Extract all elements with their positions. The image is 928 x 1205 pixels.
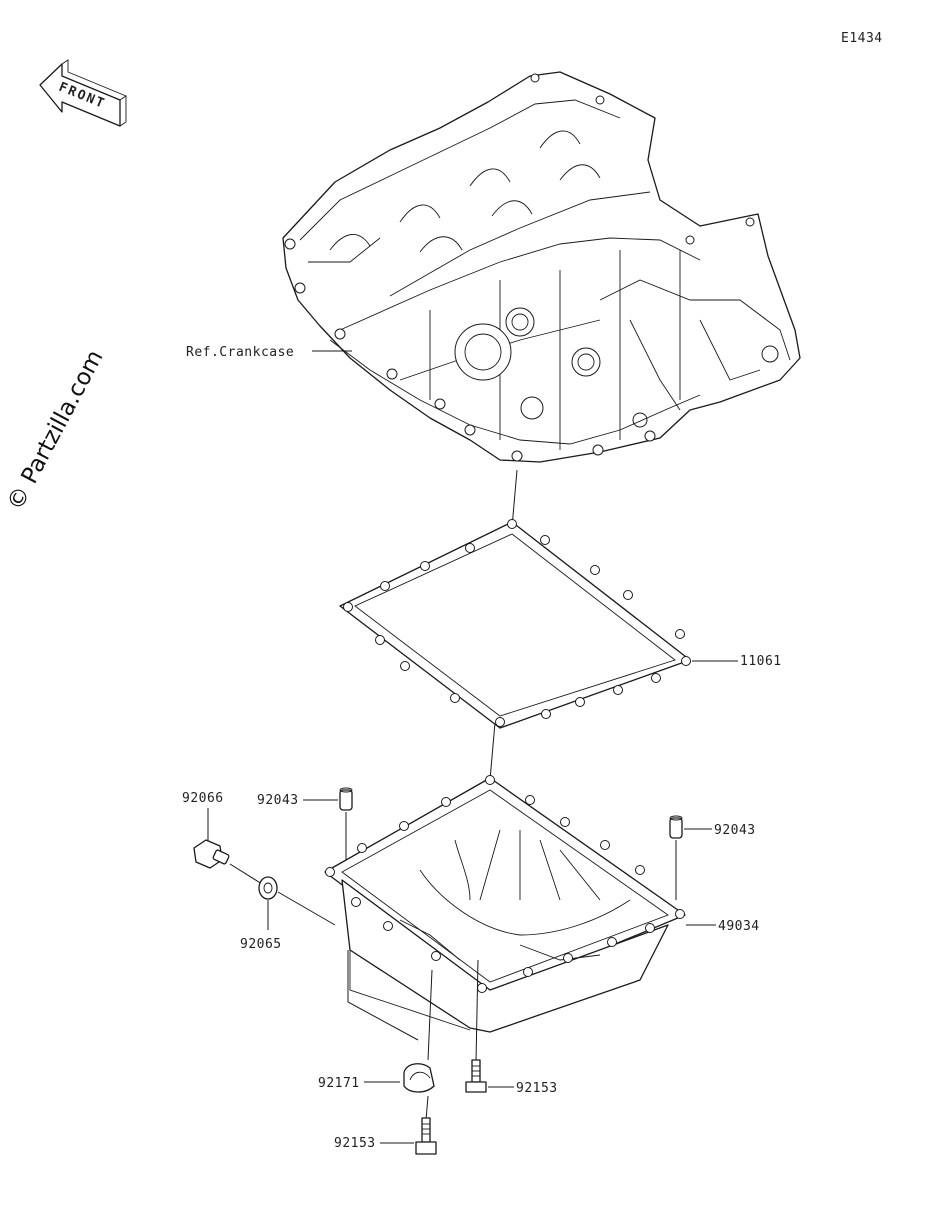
bolt-lower-illustration xyxy=(415,1117,437,1155)
label-ref-crankcase: Ref.Crankcase xyxy=(186,345,294,360)
label-bolt-lower: 92153 xyxy=(334,1136,376,1151)
washer-illustration xyxy=(258,876,278,900)
gasket-illustration xyxy=(339,519,691,729)
label-gasket: 11061 xyxy=(740,654,782,669)
diagram-code: E1434 xyxy=(841,31,883,46)
label-oil-pan: 49034 xyxy=(718,919,760,934)
oil-pan-illustration xyxy=(324,775,686,1033)
crankcase-illustration xyxy=(282,71,801,463)
clamp-illustration xyxy=(403,1063,435,1093)
label-clamp: 92171 xyxy=(318,1076,360,1091)
label-dowel-right: 92043 xyxy=(714,823,756,838)
label-washer: 92065 xyxy=(240,937,282,952)
drain-plug-illustration xyxy=(193,839,230,869)
front-arrow-icon: FRONT xyxy=(39,59,127,127)
label-bolt-upper: 92153 xyxy=(516,1081,558,1096)
watermark: © Partzilla.com xyxy=(2,346,108,515)
label-plug: 92066 xyxy=(182,791,224,806)
label-dowel-left: 92043 xyxy=(257,793,299,808)
bolt-upper-illustration xyxy=(465,1059,487,1093)
dowel-pin-right-illustration xyxy=(669,815,683,839)
dowel-pin-left-illustration xyxy=(339,787,353,811)
